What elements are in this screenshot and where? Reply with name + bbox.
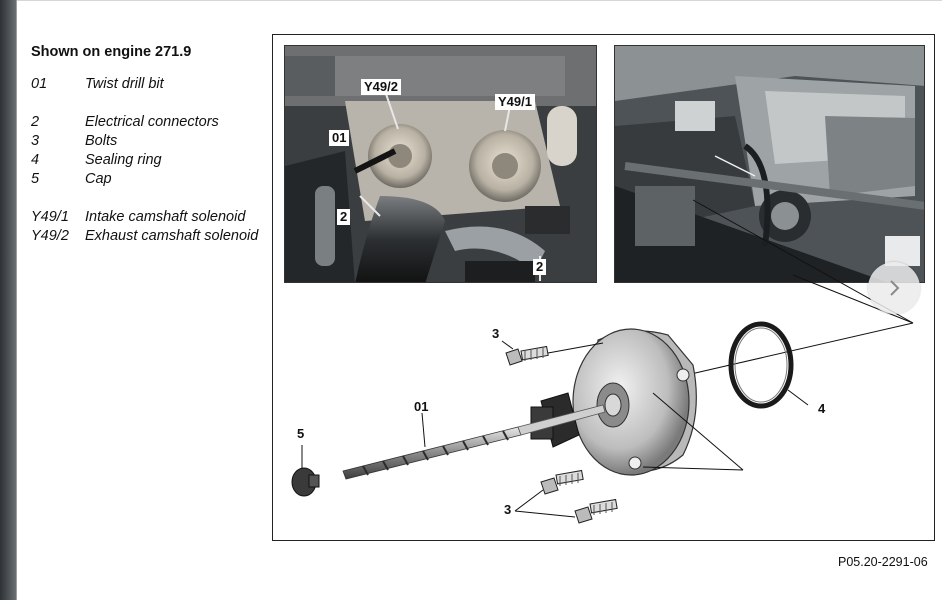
figure-frame: Y49/2 Y49/1 01 2 2	[272, 34, 935, 541]
legend-code: 01	[31, 75, 48, 92]
legend-item: 3 Bolts	[31, 131, 271, 150]
sealing-ring	[728, 321, 794, 409]
leader-line	[787, 389, 809, 406]
legend-code: Y49/1	[31, 208, 69, 225]
leader-line	[652, 392, 744, 471]
top-divider	[17, 0, 942, 1]
legend-label: Sealing ring	[85, 151, 162, 168]
exploded-view-diagram	[291, 199, 914, 524]
next-image-button[interactable]	[868, 262, 920, 314]
cap	[291, 467, 320, 497]
callout-drill-bit: 01	[414, 399, 429, 414]
label-connector-a: 2	[337, 209, 351, 225]
label-y49-2: Y49/2	[361, 79, 401, 95]
legend-label: Cap	[85, 170, 112, 187]
legend-code: 5	[31, 170, 40, 187]
legend-code: 2	[31, 113, 40, 130]
label-drill-bit: 01	[329, 130, 350, 146]
chevron-right-icon	[890, 280, 900, 296]
leader-line	[421, 412, 426, 448]
engine-detail-photo: Y49/2 Y49/1 01 2 2	[284, 45, 597, 283]
legend-label: Electrical connectors	[85, 113, 219, 130]
legend-code: 3	[31, 132, 40, 149]
legend: Shown on engine 271.9 01 Twist drill bit…	[31, 44, 271, 245]
leader-line	[642, 466, 744, 471]
legend-item: Y49/2 Exhaust camshaft solenoid	[31, 226, 271, 245]
leader-line	[547, 342, 604, 354]
leader-line	[514, 489, 544, 512]
callout-sealing-ring: 4	[818, 401, 826, 416]
legend-label: Bolts	[85, 132, 118, 149]
left-edge-divider	[16, 0, 17, 600]
bolt	[540, 469, 584, 495]
legend-label: Intake camshaft solenoid	[85, 208, 246, 225]
callout-bolt-top: 3	[492, 326, 500, 341]
legend-code: Y49/2	[31, 227, 69, 244]
bolt	[574, 498, 618, 524]
legend-code: 4	[31, 151, 40, 168]
legend-label: Twist drill bit	[85, 75, 164, 92]
legend-label: Exhaust camshaft solenoid	[85, 227, 259, 244]
left-window-edge	[0, 0, 16, 600]
legend-item: 4 Sealing ring	[31, 150, 271, 169]
figure-reference-code: P05.20-2291-06	[838, 555, 928, 569]
legend-item: 5 Cap	[31, 169, 271, 188]
legend-item: 01 Twist drill bit	[31, 74, 271, 93]
legend-item: Y49/1 Intake camshaft solenoid	[31, 207, 271, 226]
leader-line	[792, 274, 914, 324]
legend-title: Shown on engine 271.9	[31, 44, 192, 60]
camshaft-solenoid	[530, 328, 697, 476]
legend-item: 2 Electrical connectors	[31, 112, 271, 131]
label-connector-b: 2	[533, 259, 547, 275]
bolt	[505, 345, 549, 366]
leader-line	[501, 340, 514, 350]
leader-line	[514, 510, 576, 518]
callout-bolts-bottom: 3	[504, 502, 512, 517]
twist-drill-bit	[342, 404, 606, 480]
callout-cap: 5	[297, 426, 305, 441]
label-y49-1: Y49/1	[495, 94, 535, 110]
